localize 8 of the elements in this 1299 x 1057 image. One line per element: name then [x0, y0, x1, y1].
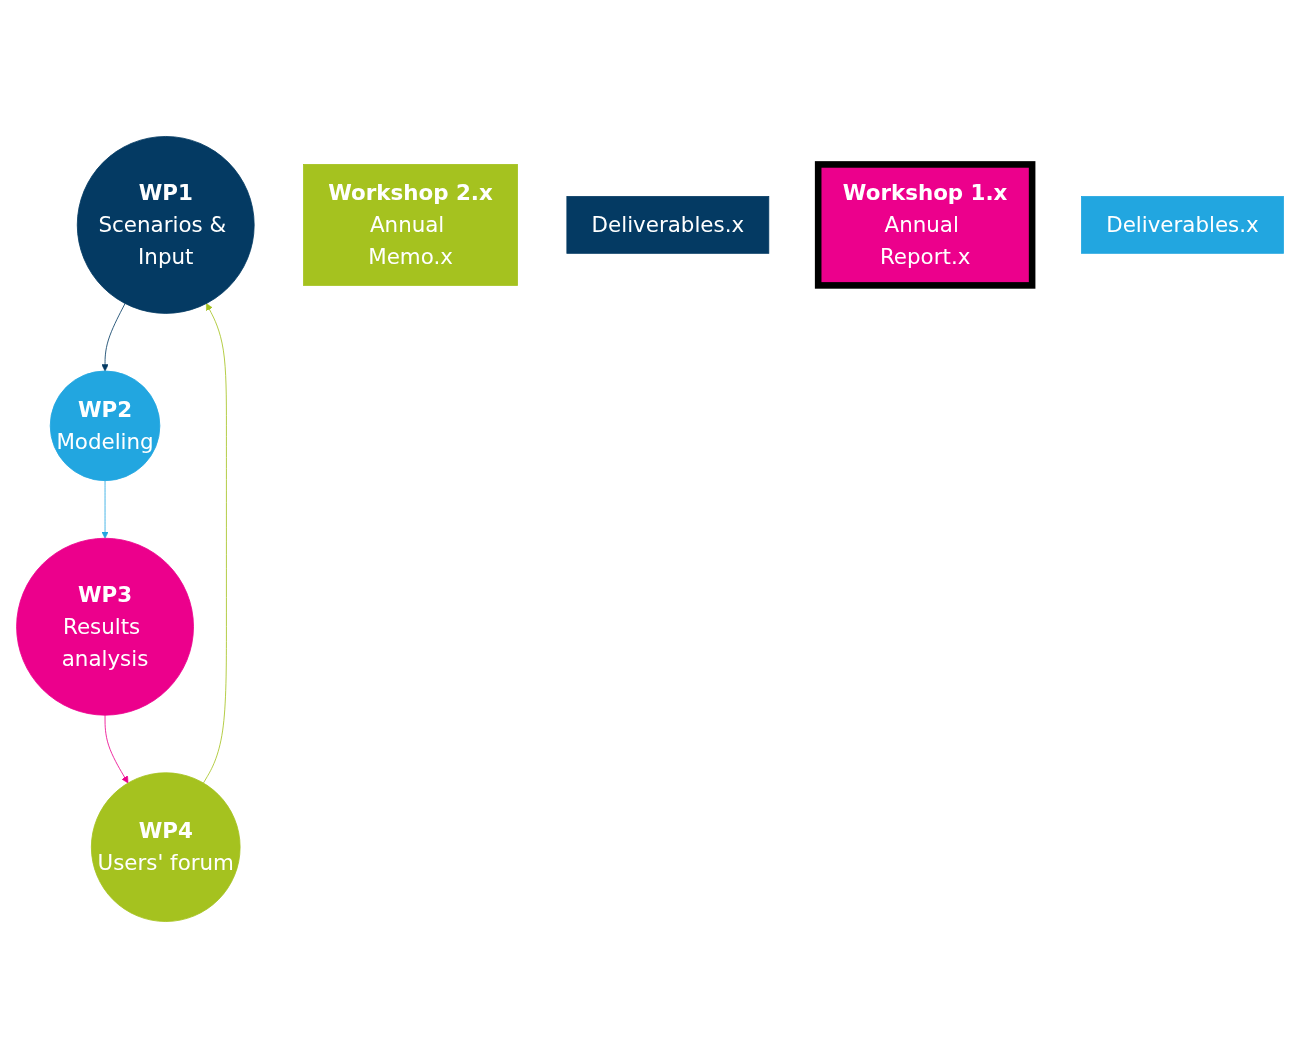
node-circle: WP3 Results analysis	[15, 537, 194, 716]
node-box: Workshop 2.x Annual Memo.x	[302, 163, 518, 286]
node-box: Workshop 1.x Annual Report.x	[814, 160, 1035, 289]
node-circle: WP4 Users' forum	[90, 771, 240, 922]
node-box: Deliverables.x	[1080, 195, 1284, 254]
node-circle: WP2 Modeling	[49, 370, 160, 481]
node-circle: WP1 Scenarios & Input	[76, 135, 255, 314]
node-box: Deliverables.x	[565, 195, 769, 254]
